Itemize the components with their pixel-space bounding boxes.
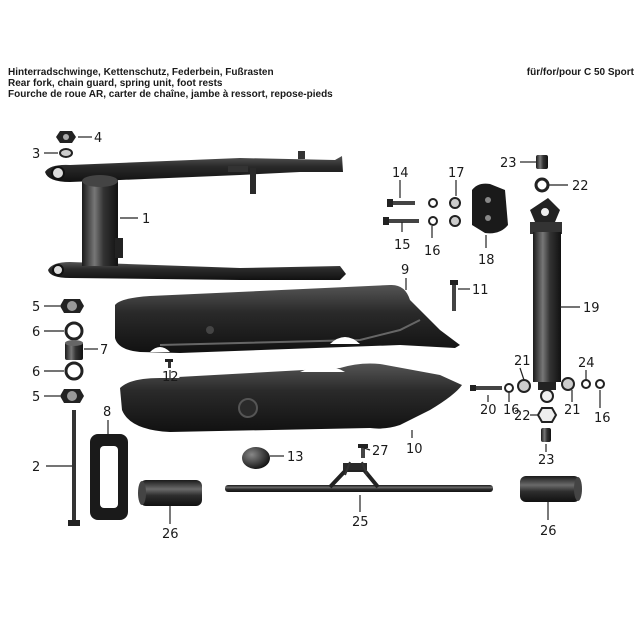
ring-part-22-upper <box>534 177 550 193</box>
washer-part-3 <box>59 148 73 158</box>
title-german: Hinterradschwinge, Kettenschutz, Federbe… <box>8 67 274 78</box>
callout-6-lower: 6 <box>32 365 40 380</box>
washer-part-16-upper <box>428 216 438 226</box>
callout-15: 15 <box>394 238 411 253</box>
callout-27: 27 <box>372 444 389 459</box>
chain-guard-upper-part-9 <box>115 284 460 353</box>
callout-17: 17 <box>448 166 465 181</box>
callout-14: 14 <box>392 166 409 181</box>
washer-part-16-lower-left <box>504 383 514 393</box>
bracket-part-18 <box>472 183 508 234</box>
callout-25: 25 <box>352 515 369 530</box>
callout-26-right: 26 <box>540 524 557 539</box>
callout-20: 20 <box>480 403 497 418</box>
screw-part-11 <box>450 280 458 311</box>
rubber-frame-part-8 <box>90 434 128 520</box>
callout-26-left: 26 <box>162 527 179 542</box>
leader-lines <box>44 136 601 524</box>
nut-part-5-lower <box>60 389 84 403</box>
screw-part-20 <box>470 385 502 391</box>
nut-part-17 <box>449 197 461 209</box>
callout-9: 9 <box>401 263 409 278</box>
spring-unit-part-19 <box>530 198 562 403</box>
cap-part-23-lower <box>541 428 551 442</box>
callout-4: 4 <box>94 131 102 146</box>
nut-part-5-upper <box>60 299 84 313</box>
foot-rest-rubber-part-26-left <box>138 480 202 506</box>
washer-part-24 <box>581 379 591 389</box>
callout-24: 24 <box>578 356 595 371</box>
callout-16-upper: 16 <box>424 244 441 259</box>
title-french: Fourche de roue AR, carter de chaîne, ja… <box>8 89 333 100</box>
callout-23-lower: 23 <box>538 453 555 468</box>
plug-part-13 <box>242 447 270 469</box>
callout-18: 18 <box>478 253 495 268</box>
nut-part-22-lower <box>536 407 558 423</box>
model-label: für/for/pour C 50 Sport <box>526 67 634 78</box>
callout-3: 3 <box>32 147 40 162</box>
ring-part-6-upper <box>64 321 84 341</box>
callout-numbers: 4 3 1 5 6 7 6 5 2 8 9 11 10 12 13 14 17 … <box>32 131 611 542</box>
long-bolt-part-2 <box>68 410 80 526</box>
nut-part-21-left <box>517 379 531 393</box>
callout-1: 1 <box>142 212 150 227</box>
screw-part-14 <box>387 199 415 207</box>
callout-5-lower: 5 <box>32 390 40 405</box>
callout-7: 7 <box>100 343 108 358</box>
callout-12: 12 <box>162 370 179 385</box>
bushing-part-7 <box>65 340 83 360</box>
callout-11: 11 <box>472 283 489 298</box>
washer-part-16-lower-right <box>595 379 605 389</box>
cap-part-23-upper <box>536 155 548 169</box>
nut-part-21-right <box>561 377 575 391</box>
callout-5-upper: 5 <box>32 300 40 315</box>
callout-16-right: 16 <box>594 411 611 426</box>
pin-part-12 <box>165 359 173 368</box>
screw-part-15 <box>383 217 419 225</box>
washer-part-17-upper <box>428 198 438 208</box>
rear-swing-arm <box>45 151 346 280</box>
nut-part-4 <box>56 131 76 143</box>
ring-part-6-lower <box>64 361 84 381</box>
chain-guard-lower-part-10 <box>120 363 462 432</box>
callout-10: 10 <box>406 442 423 457</box>
callout-2: 2 <box>32 460 40 475</box>
title-english: Rear fork, chain guard, spring unit, foo… <box>8 78 223 89</box>
foot-rest-bar-part-25 <box>225 461 493 492</box>
callout-13: 13 <box>287 450 304 465</box>
callout-23-upper: 23 <box>500 156 517 171</box>
bolt-part-27 <box>358 444 368 458</box>
callout-8: 8 <box>103 405 111 420</box>
callout-21-left: 21 <box>514 354 531 369</box>
callout-21-right: 21 <box>564 403 581 418</box>
callout-16-mid: 16 <box>503 403 520 418</box>
nut-part-16-upper <box>449 215 461 227</box>
foot-rest-rubber-part-26-right <box>520 476 582 502</box>
callout-22-upper: 22 <box>572 179 589 194</box>
callout-22-lower: 22 <box>514 409 531 424</box>
callout-19: 19 <box>583 301 600 316</box>
callout-6-upper: 6 <box>32 325 40 340</box>
